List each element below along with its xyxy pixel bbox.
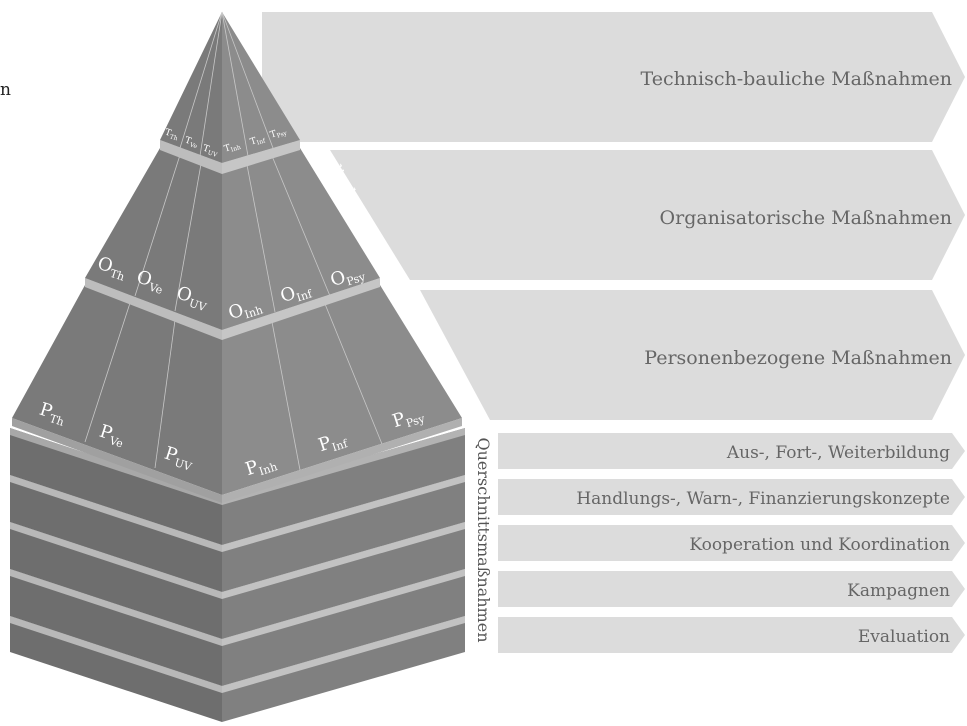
cell-t-th: TTh — [163, 128, 180, 143]
cell-t-ve: TVe — [183, 136, 200, 151]
layer-t — [160, 11, 300, 163]
band-o-top — [160, 140, 300, 174]
cell-o-th: OTh — [94, 253, 129, 284]
big-arrow-label-2: Organisatorische Maßnahmen — [660, 207, 952, 229]
p-row-labels: PTh PVe PUV PInh PInf PPsy — [36, 399, 427, 480]
stray-text: n — [0, 80, 11, 100]
cell-o-uv: OUV — [173, 282, 212, 314]
big-arrow-label-1: Technisch-bauliche Maßnahmen — [641, 68, 953, 90]
slab-4 — [10, 569, 465, 686]
cell-t-uv: TUV — [201, 144, 220, 159]
cell-o-inh: OInh — [226, 294, 265, 326]
slab-1 — [10, 428, 465, 545]
cell-o-inf: OInf — [278, 278, 315, 310]
base-vertical-label: Querschnittsmaßnahmen — [474, 438, 493, 643]
cell-p-ve: PVe — [96, 421, 127, 451]
cell-p-th: PTh — [36, 399, 68, 429]
small-arrow-label-4: Kampagnen — [847, 581, 950, 601]
small-arrow-4: Kampagnen — [498, 571, 965, 607]
layer-o — [85, 148, 380, 330]
small-arrow-label-5: Evaluation — [858, 627, 950, 647]
cell-o-ve: OVe — [133, 266, 167, 297]
t-row-labels: TTh TVe TUV TInh TInf TPsy — [163, 126, 289, 159]
big-arrow-2: Organisatorische Maßnahmen — [330, 150, 965, 280]
big-arrow-label-3: Personenbezogene Maßnahmen — [644, 347, 952, 369]
cell-t-inf: TInf — [249, 133, 267, 148]
big-arrow-3: Personenbezogene Maßnahmen — [420, 290, 965, 420]
cell-o-psy: OPsy — [328, 260, 368, 293]
small-arrow-3: Kooperation und Koordination — [498, 525, 965, 561]
cell-t-psy: TPsy — [269, 126, 289, 142]
small-arrow-label-2: Handlungs-, Warn-, Finanzierungskonzepte — [576, 489, 950, 509]
small-arrow-label-3: Kooperation und Koordination — [689, 535, 950, 555]
cell-p-uv: PUV — [161, 443, 197, 474]
band-p-top — [85, 278, 380, 340]
o-row-labels: OTh OVe OUV OInh OInf OPsy — [94, 253, 368, 326]
slab-5 — [10, 616, 465, 722]
slab-2 — [10, 475, 465, 592]
cell-t-inh: TInh — [223, 140, 242, 155]
small-arrow-2: Handlungs-, Warn-, Finanzierungskonzepte — [498, 479, 965, 515]
base-slabs — [10, 428, 465, 722]
small-arrow-5: Evaluation — [498, 617, 965, 653]
big-arrow-1: Technisch-bauliche Maßnahmen — [262, 12, 965, 142]
slab-3 — [10, 522, 465, 639]
layer-p — [12, 285, 462, 503]
small-arrow-label-1: Aus-, Fort-, Weiterbildung — [726, 443, 950, 463]
small-arrow-1: Aus-, Fort-, Weiterbildung — [498, 433, 965, 469]
